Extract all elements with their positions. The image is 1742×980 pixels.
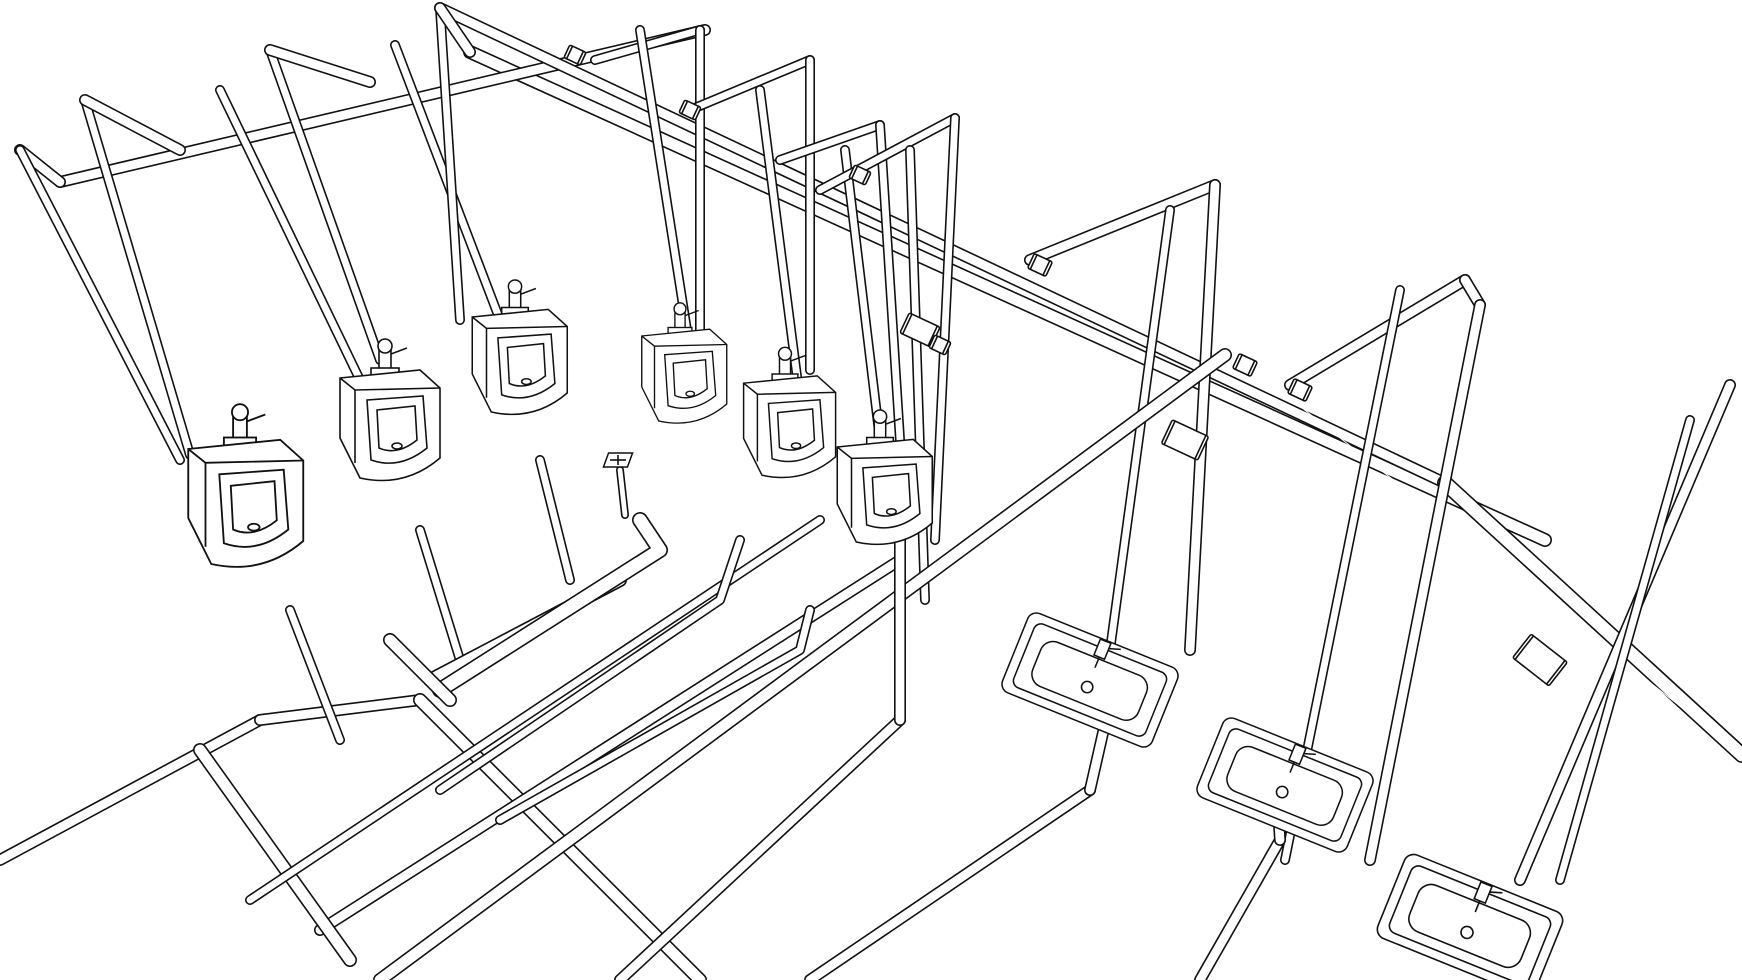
flush-valve-icon [222, 403, 266, 448]
pipe-coupling [1512, 634, 1568, 686]
pipe-coupling [1232, 353, 1258, 377]
secondary-main-pipe [434, 2, 1451, 489]
flush-valve-icon [370, 338, 408, 377]
sink-icon [1001, 612, 1179, 748]
drain-pipe [804, 784, 1096, 980]
spacer [439, 7, 1056, 41]
urinal-waste-pipe [495, 605, 815, 825]
sink-drop-pipe [1555, 415, 1695, 885]
riser-pipe [685, 55, 815, 115]
pipe-coupling [563, 44, 587, 66]
drain-pipe [1194, 834, 1286, 980]
drain-pipe [0, 714, 266, 866]
drop-pipe [875, 120, 905, 445]
drop-pipe [435, 3, 465, 325]
urinal-waste-pipe [535, 455, 575, 585]
urinal-icon [742, 346, 837, 479]
urinal-icon [641, 302, 728, 424]
pipe-coupling [1027, 253, 1053, 277]
pipe-coupling [1287, 378, 1313, 402]
pipe-coupling [928, 334, 952, 356]
faucet-icon [1287, 743, 1316, 773]
drop-pipe [215, 85, 365, 385]
drain-pipe [373, 348, 1232, 980]
drop-pipe [930, 113, 960, 545]
drop-pipe [840, 145, 885, 445]
faucet-icon [1092, 638, 1121, 668]
flush-valve-icon [667, 302, 699, 335]
drop-pipe [15, 145, 185, 465]
riser-pipe [590, 25, 705, 65]
pipe-coupling [848, 164, 872, 186]
elbow-pipe [79, 94, 186, 156]
spacer [1234, 354, 1742, 756]
sink-icon [1196, 717, 1374, 853]
sink-icon [1376, 853, 1564, 980]
drop-pipe [755, 85, 805, 405]
supply-main-pipe [463, 45, 1552, 547]
sink-riser-header [1284, 274, 1471, 391]
sink-drop-pipe [1184, 179, 1221, 656]
faucet-icon [1473, 880, 1503, 913]
branch-right-pipe [1437, 475, 1742, 763]
sink-riser-header [1024, 179, 1221, 266]
drain-elbow-pipe [432, 512, 668, 698]
riser-pipe [815, 113, 960, 195]
pipe-coupling [1161, 419, 1209, 461]
drop-pipe [80, 95, 195, 460]
riser-pipe [775, 120, 885, 165]
pipe-coupling [678, 99, 702, 121]
urinal-waste-pipe [415, 525, 465, 665]
drop-pipe [635, 25, 695, 355]
sink-drop-pipe [1105, 205, 1175, 655]
urinal-waste-pipe [285, 605, 345, 745]
drop-pipe [265, 45, 385, 365]
elbow-pipe [434, 2, 476, 58]
fixtures [187, 279, 1564, 980]
spacer [1599, 389, 1742, 401]
urinal-icon [471, 279, 569, 416]
urinal-icon [836, 409, 934, 546]
elbow-pipe [264, 44, 376, 88]
drain-pipe [614, 714, 906, 980]
drain-pipe [254, 694, 426, 726]
flush-valve-icon [500, 279, 537, 316]
cleanout-pipe [383, 633, 457, 707]
urinal-icon [187, 403, 305, 568]
sink-drop-pipe [1364, 299, 1486, 866]
urinal-icon [339, 338, 441, 482]
floor-drain-icon [602, 452, 634, 468]
drain-pipe [193, 743, 357, 967]
urinal-waste-pipe [435, 535, 745, 795]
drain-riser-pipe [616, 466, 629, 519]
